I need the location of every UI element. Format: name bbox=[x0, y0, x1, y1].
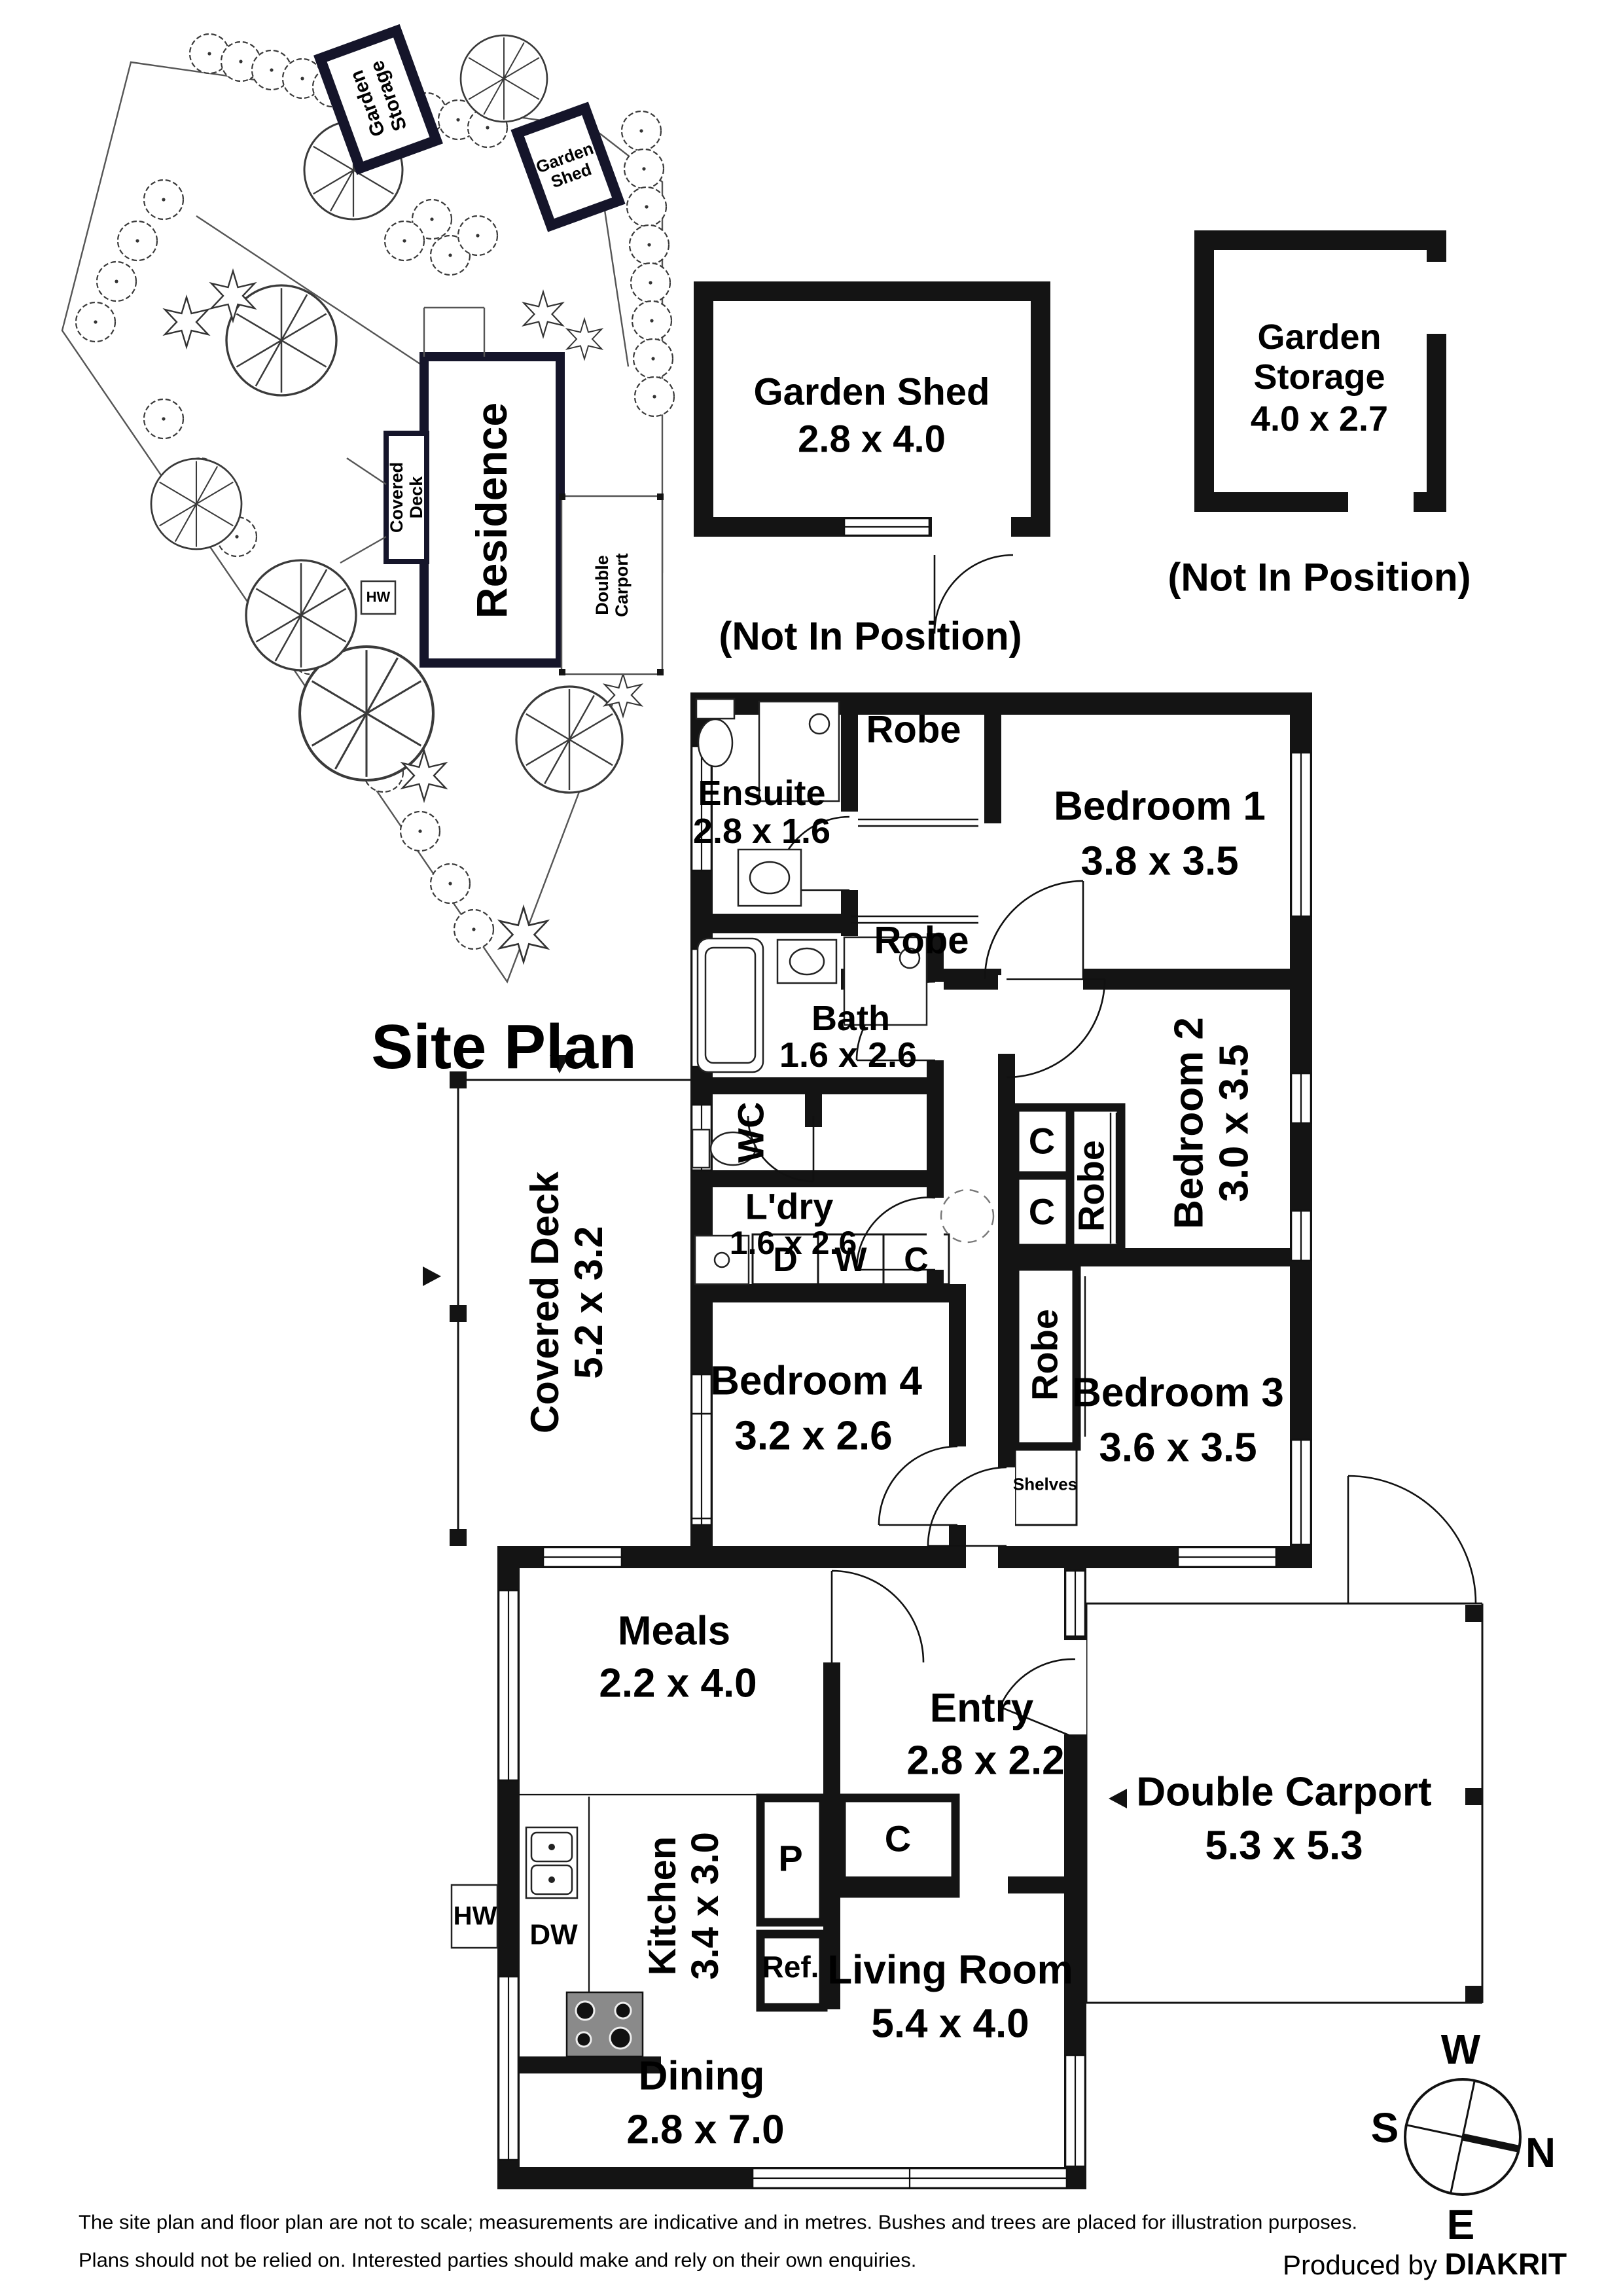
storage-note: (Not In Position) bbox=[1168, 555, 1471, 600]
laundry-w: W bbox=[834, 1240, 867, 1279]
kitchen-c-label: C bbox=[884, 1818, 912, 1859]
bed3-shelves-label: Shelves bbox=[1012, 1474, 1078, 1494]
hw-label: HW bbox=[453, 1901, 497, 1931]
storage-name-2: Storage bbox=[1253, 357, 1385, 397]
bed2-closet-c2: C bbox=[1028, 1191, 1056, 1232]
bedroom3-dims: 3.6 x 3.5 bbox=[1099, 1425, 1257, 1471]
fixtures bbox=[450, 698, 928, 2058]
dw-label: DW bbox=[529, 1918, 578, 1951]
compass-n: N bbox=[1525, 2129, 1556, 2177]
storage-name-1: Garden bbox=[1257, 317, 1382, 357]
bedroom1-name: Bedroom 1 bbox=[1054, 783, 1266, 829]
robe2-label: Robe bbox=[874, 919, 969, 962]
bedroom1-dims: 3.8 x 3.5 bbox=[1080, 838, 1239, 884]
garden-shed-detail bbox=[694, 281, 1050, 634]
site-hw-label: HW bbox=[366, 588, 391, 605]
bedroom4-name: Bedroom 4 bbox=[710, 1358, 922, 1404]
laundry-c: C bbox=[904, 1240, 929, 1279]
shed-note: (Not In Position) bbox=[719, 614, 1022, 658]
dining-dims: 2.8 x 7.0 bbox=[626, 2107, 785, 2153]
disclaimer-line2: Plans should not be relied on. Intereste… bbox=[79, 2248, 917, 2272]
meals-name: Meals bbox=[617, 1608, 731, 1654]
entry-dims: 2.8 x 2.2 bbox=[906, 1738, 1065, 1784]
living-dims: 5.4 x 4.0 bbox=[871, 2001, 1029, 2047]
producer-credit: Produced by DIAKRIT bbox=[1283, 2247, 1567, 2281]
bed3-robe-label: Robe bbox=[1024, 1309, 1065, 1401]
compass-w: W bbox=[1440, 2026, 1481, 2073]
bedroom4-dims: 3.2 x 2.6 bbox=[734, 1413, 893, 1459]
entry-name: Entry bbox=[929, 1685, 1034, 1731]
carport-dims: 5.3 x 5.3 bbox=[1205, 1823, 1363, 1869]
compass-s: S bbox=[1370, 2104, 1399, 2152]
bed2-robe-label: Robe bbox=[1070, 1140, 1112, 1232]
dining-name: Dining bbox=[638, 2053, 765, 2099]
ref-label: Ref. bbox=[762, 1950, 819, 1984]
compass-icon bbox=[1404, 2078, 1522, 2196]
laundry-name: L'dry bbox=[745, 1185, 834, 1227]
wc-label: WC bbox=[730, 1102, 772, 1163]
pantry-label: P bbox=[778, 1837, 803, 1879]
site-plan-title: Site Plan bbox=[371, 1012, 637, 1083]
garden-storage-detail bbox=[1194, 230, 1446, 512]
meals-dims: 2.2 x 4.0 bbox=[599, 1660, 757, 1706]
windows bbox=[497, 745, 1312, 2189]
bath-dims: 1.6 x 2.6 bbox=[779, 1035, 918, 1075]
bed2-closet-c1: C bbox=[1028, 1120, 1056, 1162]
storage-dims: 4.0 x 2.7 bbox=[1250, 399, 1389, 439]
disclaimer-line1: The site plan and floor plan are not to … bbox=[79, 2210, 1358, 2234]
bedroom3-name: Bedroom 3 bbox=[1072, 1370, 1284, 1416]
bath-name: Bath bbox=[812, 998, 890, 1038]
site-plan-group bbox=[61, 24, 675, 984]
arrows bbox=[423, 1055, 1127, 1808]
carport-name: Double Carport bbox=[1136, 1769, 1432, 1815]
laundry-dims: 1.6 x 2.6 bbox=[729, 1225, 857, 1261]
shed-window bbox=[843, 517, 931, 537]
shed-dims: 2.8 x 4.0 bbox=[798, 418, 946, 461]
ensuite-dims: 2.8 x 1.6 bbox=[692, 811, 831, 851]
laundry-d: D bbox=[773, 1240, 798, 1279]
deck-carport-outlines bbox=[450, 1071, 1484, 2004]
living-name: Living Room bbox=[827, 1947, 1073, 1993]
doors bbox=[747, 812, 1106, 1739]
floorplan-closets bbox=[751, 818, 1126, 2012]
shed-name: Garden Shed bbox=[753, 370, 990, 414]
site-residence-label: Residence bbox=[467, 402, 516, 619]
compass-e: E bbox=[1446, 2201, 1475, 2249]
robe1-label: Robe bbox=[866, 708, 961, 751]
ensuite-name: Ensuite bbox=[698, 773, 826, 813]
